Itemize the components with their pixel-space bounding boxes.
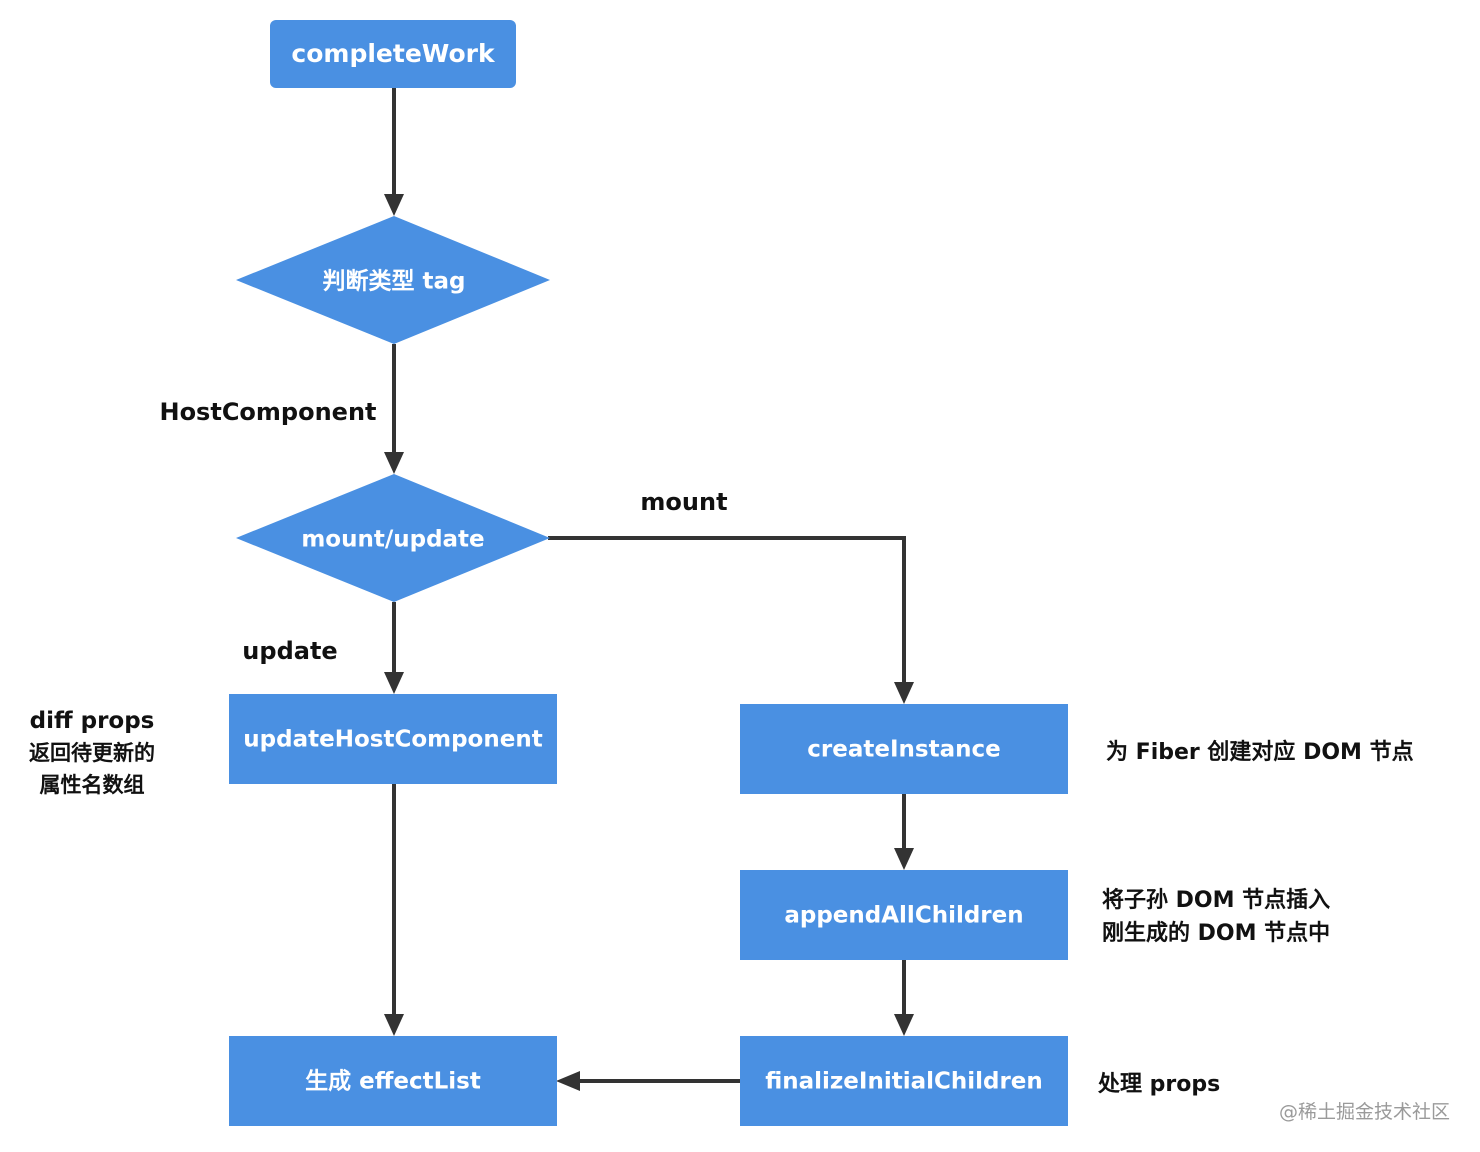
arrowhead-judge bbox=[384, 194, 404, 216]
note-diff-props-line3: 属性名数组 bbox=[40, 773, 145, 797]
note-append-children-line1: 将子孙 DOM 节点插入 bbox=[1102, 887, 1330, 913]
node-update-host-component-label: updateHostComponent bbox=[243, 727, 542, 753]
node-finalize-initial-children bbox=[740, 1036, 1068, 1126]
edge-label-mount: mount bbox=[640, 488, 727, 516]
node-completework-label: completeWork bbox=[291, 39, 496, 68]
note-append-children-line2: 刚生成的 DOM 节点中 bbox=[1102, 920, 1330, 946]
arrowhead-effectlist-side bbox=[556, 1071, 580, 1091]
arrowhead-create-instance bbox=[894, 682, 914, 704]
arrowhead-finalize bbox=[894, 1014, 914, 1036]
note-diff-props-line2: 返回待更新的 bbox=[29, 741, 155, 765]
node-effect-list-label: 生成 effectList bbox=[305, 1069, 481, 1095]
decision-mount-update bbox=[236, 474, 550, 602]
edge-labels: HostComponent mount update bbox=[159, 398, 727, 665]
node-finalize-initial-children-label: finalizeInitialChildren bbox=[765, 1069, 1043, 1095]
decision-mount-update-label: mount/update bbox=[301, 527, 484, 553]
arrowhead-mountupdate bbox=[384, 452, 404, 474]
node-create-instance bbox=[740, 704, 1068, 794]
arrowhead-effectlist-top bbox=[384, 1014, 404, 1036]
note-diff-props-line1: diff props bbox=[30, 708, 155, 734]
edge-mountupdate-to-create-instance bbox=[548, 536, 906, 684]
edges bbox=[384, 88, 914, 1091]
node-effect-list bbox=[229, 1036, 557, 1126]
node-create-instance-label: createInstance bbox=[807, 737, 1000, 763]
node-update-host-component bbox=[229, 694, 557, 784]
node-append-all-children bbox=[740, 870, 1068, 960]
notes: diff props 返回待更新的 属性名数组 为 Fiber 创建对应 DOM… bbox=[29, 708, 1414, 1097]
note-finalize: 处理 props bbox=[1097, 1071, 1220, 1097]
node-append-all-children-label: appendAllChildren bbox=[784, 903, 1023, 929]
note-create-instance: 为 Fiber 创建对应 DOM 节点 bbox=[1106, 739, 1414, 765]
arrowhead-update-host bbox=[384, 672, 404, 694]
arrowhead-append bbox=[894, 848, 914, 870]
edge-label-host-component: HostComponent bbox=[159, 398, 376, 426]
watermark: @稀土掘金技术社区 bbox=[1279, 1101, 1450, 1123]
nodes: completeWork 判断类型 tag mount/update updat… bbox=[229, 20, 1068, 1126]
decision-judge-tag-label: 判断类型 tag bbox=[323, 268, 466, 295]
edge-label-update: update bbox=[242, 637, 337, 665]
node-completework bbox=[270, 20, 516, 88]
decision-judge-tag bbox=[236, 216, 550, 344]
